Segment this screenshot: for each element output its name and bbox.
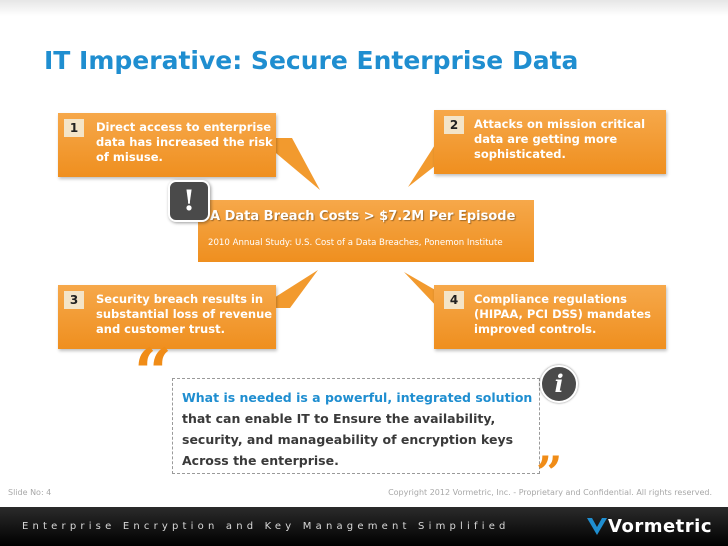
- callout-1-number: 1: [64, 119, 84, 137]
- exclamation-badge-icon: !: [168, 180, 210, 222]
- callout-3-line-2: substantial loss of revenue: [96, 307, 273, 321]
- open-quote-icon: “: [134, 334, 172, 412]
- breach-cost-headline: A Data Breach Costs > $7.2M Per Episode: [210, 209, 516, 224]
- callout-4-line-2: (HIPAA, PCI DSS) mandates: [474, 307, 651, 321]
- callout-1-line-1: Direct access to enterprise: [96, 120, 272, 134]
- callout-3-number: 3: [64, 291, 84, 309]
- callout-2-line-3: sophisticated.: [474, 147, 566, 161]
- callout-4-line-3: improved controls.: [474, 322, 597, 336]
- callout-3: 3 Security breach results in substantial…: [58, 285, 276, 349]
- brand-logo: Vormetric: [586, 515, 712, 537]
- brand-name: Vormetric: [608, 515, 712, 537]
- info-icon: i: [540, 365, 578, 403]
- footer-bar: Enterprise Encryption and Key Management…: [0, 507, 728, 546]
- callout-1-text: Direct access to enterprise data has inc…: [96, 120, 273, 165]
- callout-3-text: Security breach results in substantial l…: [96, 292, 272, 337]
- close-quote-icon: ”: [536, 446, 563, 500]
- callout-1-line-2: data has increased the risk: [96, 135, 273, 149]
- callout-4-text: Compliance regulations (HIPAA, PCI DSS) …: [474, 292, 651, 337]
- callout-2: 2 Attacks on mission critical data are g…: [434, 110, 666, 174]
- footer-tagline: Enterprise Encryption and Key Management…: [22, 521, 510, 532]
- callout-2-text: Attacks on mission critical data are get…: [474, 117, 645, 162]
- copyright-notice: Copyright 2012 Vormetric, Inc. - Proprie…: [388, 488, 712, 497]
- vormetric-logo-icon: [587, 518, 608, 535]
- quote-box: [172, 378, 540, 474]
- quote-highlight: What is needed is a powerful, integrated…: [182, 390, 533, 405]
- breach-cost-box: A Data Breach Costs > $7.2M Per Episode …: [198, 200, 534, 262]
- callout-2-number: 2: [444, 116, 464, 134]
- callout-3-line-3: and customer trust.: [96, 322, 225, 336]
- callout-1: 1 Direct access to enterprise data has i…: [58, 113, 276, 177]
- callout-2-line-2: data are getting more: [474, 132, 618, 146]
- callout-4: 4 Compliance regulations (HIPAA, PCI DSS…: [434, 285, 666, 349]
- callout-3-line-1: Security breach results in: [96, 292, 264, 306]
- callout-4-number: 4: [444, 291, 464, 309]
- callout-4-line-1: Compliance regulations: [474, 292, 627, 306]
- breach-cost-source: 2010 Annual Study: U.S. Cost of a Data B…: [208, 238, 503, 248]
- quote-line-1: that can enable IT to Ensure the availab…: [182, 411, 496, 426]
- quote-line-2: security, and manageability of encryptio…: [182, 432, 514, 447]
- top-strip: [0, 0, 728, 16]
- quote-text: What is needed is a powerful, integrated…: [182, 387, 532, 471]
- quote-line-3: Across the enterprise.: [182, 453, 339, 468]
- slide-number: Slide No: 4: [8, 488, 52, 497]
- callout-2-line-1: Attacks on mission critical: [474, 117, 646, 131]
- callout-1-line-3: of misuse.: [96, 150, 163, 164]
- slide-title: IT Imperative: Secure Enterprise Data: [44, 46, 579, 75]
